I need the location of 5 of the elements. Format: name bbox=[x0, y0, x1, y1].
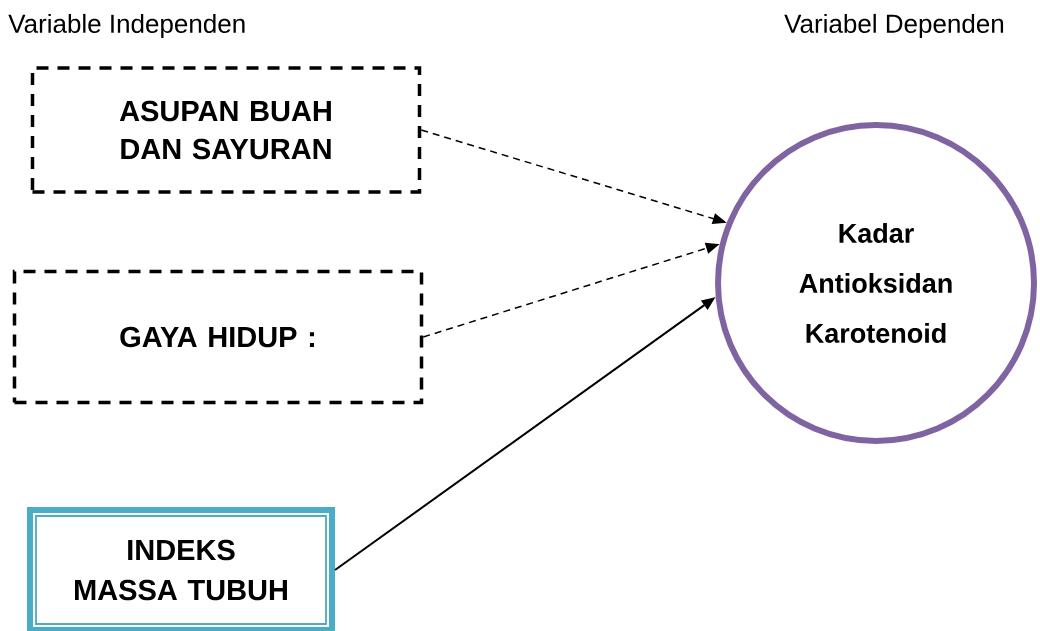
heading-label: Variable Independen bbox=[8, 13, 245, 39]
variable-box: ASUPAN BUAH DAN SAYURAN bbox=[30, 66, 422, 194]
heading-label: Variabel Dependen bbox=[784, 13, 1004, 39]
variable-box: INDEKS MASSA TUBUH bbox=[27, 507, 335, 631]
variable-box: GAYA HIDUP : bbox=[12, 269, 424, 405]
